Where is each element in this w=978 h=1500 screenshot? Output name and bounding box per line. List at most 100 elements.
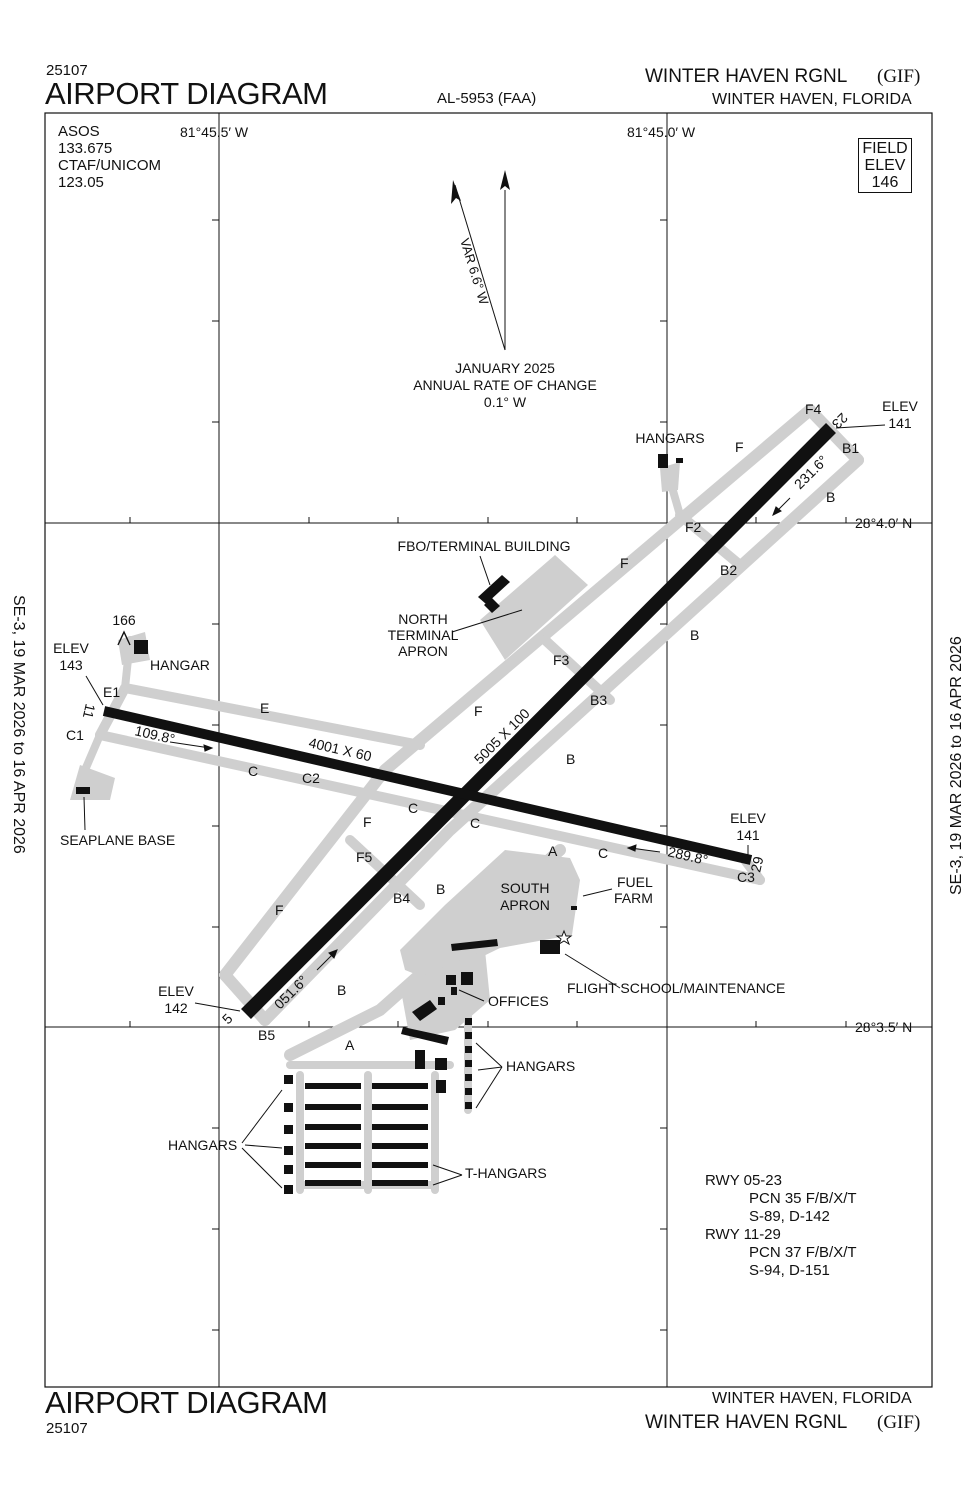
fbo-terminal-annex — [484, 598, 500, 613]
taxiway-label-f1: F4 — [805, 401, 822, 417]
label-fuel-2: FARM — [614, 890, 653, 906]
rwy-11-29-label: RWY 11-29 — [705, 1226, 781, 1243]
procedure-number: 25107 — [46, 62, 88, 79]
city-state: WINTER HAVEN, FLORIDA — [712, 91, 912, 108]
taxiway-label-b3: B3 — [590, 692, 607, 708]
runway-strength-table: RWY 05-23 PCN 35 F/B/X/T S-89, D-142 RWY… — [705, 1172, 857, 1280]
taxiway-f — [219, 404, 816, 981]
seaplane-base-building — [76, 787, 90, 794]
elev-23-label: ELEV — [882, 398, 918, 414]
taxiway-label-f-mid: F — [620, 555, 629, 571]
ctaf-frequency: 123.05 — [58, 174, 104, 191]
label-hangars-sw: HANGARS — [168, 1137, 237, 1153]
taxiway-label-a-north: A — [548, 843, 558, 859]
rwy-11-29-pcn: PCN 37 F/B/X/T — [749, 1244, 857, 1261]
taxiway-label-c-mid: C — [408, 800, 418, 816]
south-apron — [400, 850, 580, 980]
obstacle-icon — [117, 630, 131, 646]
runway-direction-arrows — [169, 497, 791, 971]
footer-chart-title: AIRPORT DIAGRAM — [45, 1385, 328, 1420]
west-hangar-building — [134, 640, 148, 654]
rwy-11-29-weights: S-94, D-151 — [749, 1262, 830, 1279]
ctaf-label: CTAF/UNICOM — [58, 157, 162, 174]
lon-west-label: 81°45.5′ W — [180, 124, 249, 140]
east-hangar-2 — [435, 1058, 447, 1070]
taxiway-c — [95, 730, 765, 885]
taxiway-label-b1: B1 — [842, 440, 859, 456]
north-hangar-area — [660, 462, 680, 492]
runway-5-end-number: 5 — [219, 1010, 236, 1027]
field-elev-label-1: FIELD — [862, 140, 908, 157]
variation-rate-value: 0.1° W — [484, 394, 527, 410]
taxiway-f5-b5 — [219, 969, 271, 1026]
taxiway-label-b2: B2 — [720, 562, 737, 578]
taxiway-label-b-north: B — [826, 489, 835, 505]
label-seaplane: SEAPLANE BASE — [60, 832, 175, 848]
taxiway-label-c-east: C — [598, 845, 608, 861]
office-building-2 — [461, 972, 473, 985]
label-hangars-north: HANGARS — [635, 430, 704, 446]
elev-5-value: 142 — [164, 1000, 188, 1016]
airport-name: WINTER HAVEN RGNL — [645, 66, 848, 87]
leader-lines — [83, 555, 621, 1189]
taxiway-label-a: A — [345, 1037, 355, 1053]
lat-north-label: 28°4.0′ N — [855, 515, 912, 531]
south-apron-building — [451, 939, 498, 951]
footer-city-state: WINTER HAVEN, FLORIDA — [712, 1390, 912, 1407]
footer-airport-name: WINTER HAVEN RGNL — [645, 1412, 848, 1433]
variation-label: VAR 6.6° W — [457, 236, 492, 307]
elev-11-value: 143 — [59, 657, 83, 673]
taxiway-label-c-west: C — [248, 763, 258, 779]
comms-block: ASOS 133.675 CTAF/UNICOM 123.05 — [58, 123, 161, 191]
taxiway-label-f-sw: F — [275, 902, 284, 918]
taxiway-seaplane-access — [81, 731, 104, 774]
field-elev-label-2: ELEV — [864, 157, 906, 174]
north-hangar-building-small — [676, 458, 683, 463]
north-terminal-apron — [480, 555, 588, 660]
taxiway-label-b5: B5 — [258, 1027, 275, 1043]
taxiway-label-f4: F5 — [356, 849, 373, 865]
elev-5-label: ELEV — [158, 983, 194, 999]
taxiway-label-b-mid: B — [690, 627, 699, 643]
runway-05-23 — [241, 423, 836, 1019]
rwy-05-23-pcn: PCN 35 F/B/X/T — [749, 1190, 857, 1207]
label-offices: OFFICES — [488, 993, 549, 1009]
taxiway-f3-b3 — [540, 635, 615, 705]
office-building-5 — [438, 997, 445, 1005]
beacon-star-icon — [555, 929, 573, 946]
label-hangar-west: HANGAR — [150, 657, 210, 673]
lon-east-label: 81°45.0′ W — [627, 124, 696, 140]
east-hangar-3 — [436, 1080, 446, 1093]
buildings — [76, 454, 683, 1194]
fbo-terminal-building — [478, 575, 510, 604]
north-arrow — [500, 170, 510, 350]
label-t-hangars: T-HANGARS — [465, 1165, 547, 1181]
taxiway-label-f3: F3 — [553, 652, 570, 668]
runway-11-end-number: 11 — [80, 702, 99, 720]
field-elev-value: 146 — [871, 174, 899, 191]
elev-11-label: ELEV — [53, 640, 89, 656]
taxiway-label-b: B — [566, 751, 575, 767]
map-frame — [44, 112, 933, 1388]
label-hangars-east: HANGARS — [506, 1058, 575, 1074]
taxiway-label-f-south: F — [363, 814, 372, 830]
rwy-05-23-weights: S-89, D-142 — [749, 1208, 830, 1225]
field-elevation-box: FIELD ELEV 146 — [858, 138, 912, 193]
taxiway-label-b4: B4 — [393, 890, 410, 906]
taxiway-label-e: E — [260, 700, 269, 716]
fuel-farm-tank — [571, 906, 577, 910]
east-hangar-1 — [415, 1050, 425, 1069]
taxiway-label-b-sw: B — [337, 982, 346, 998]
elev-29-label: ELEV — [730, 810, 766, 826]
label-fuel-1: FUEL — [617, 874, 653, 890]
chart-id: AL-5953 (FAA) — [437, 90, 537, 107]
taxiway-label-c2: C2 — [302, 770, 320, 786]
taxiway-label-c3: C3 — [737, 869, 755, 885]
magnetic-north-arrow — [451, 180, 506, 351]
north-hangar-building — [658, 454, 668, 468]
footer-procedure-number: 25107 — [46, 1420, 88, 1437]
lat-south-label: 28°3.5′ N — [855, 1019, 912, 1035]
footer-airport-identifier: (GIF) — [877, 1412, 921, 1433]
taxiway-label-f-north: F — [735, 439, 744, 455]
